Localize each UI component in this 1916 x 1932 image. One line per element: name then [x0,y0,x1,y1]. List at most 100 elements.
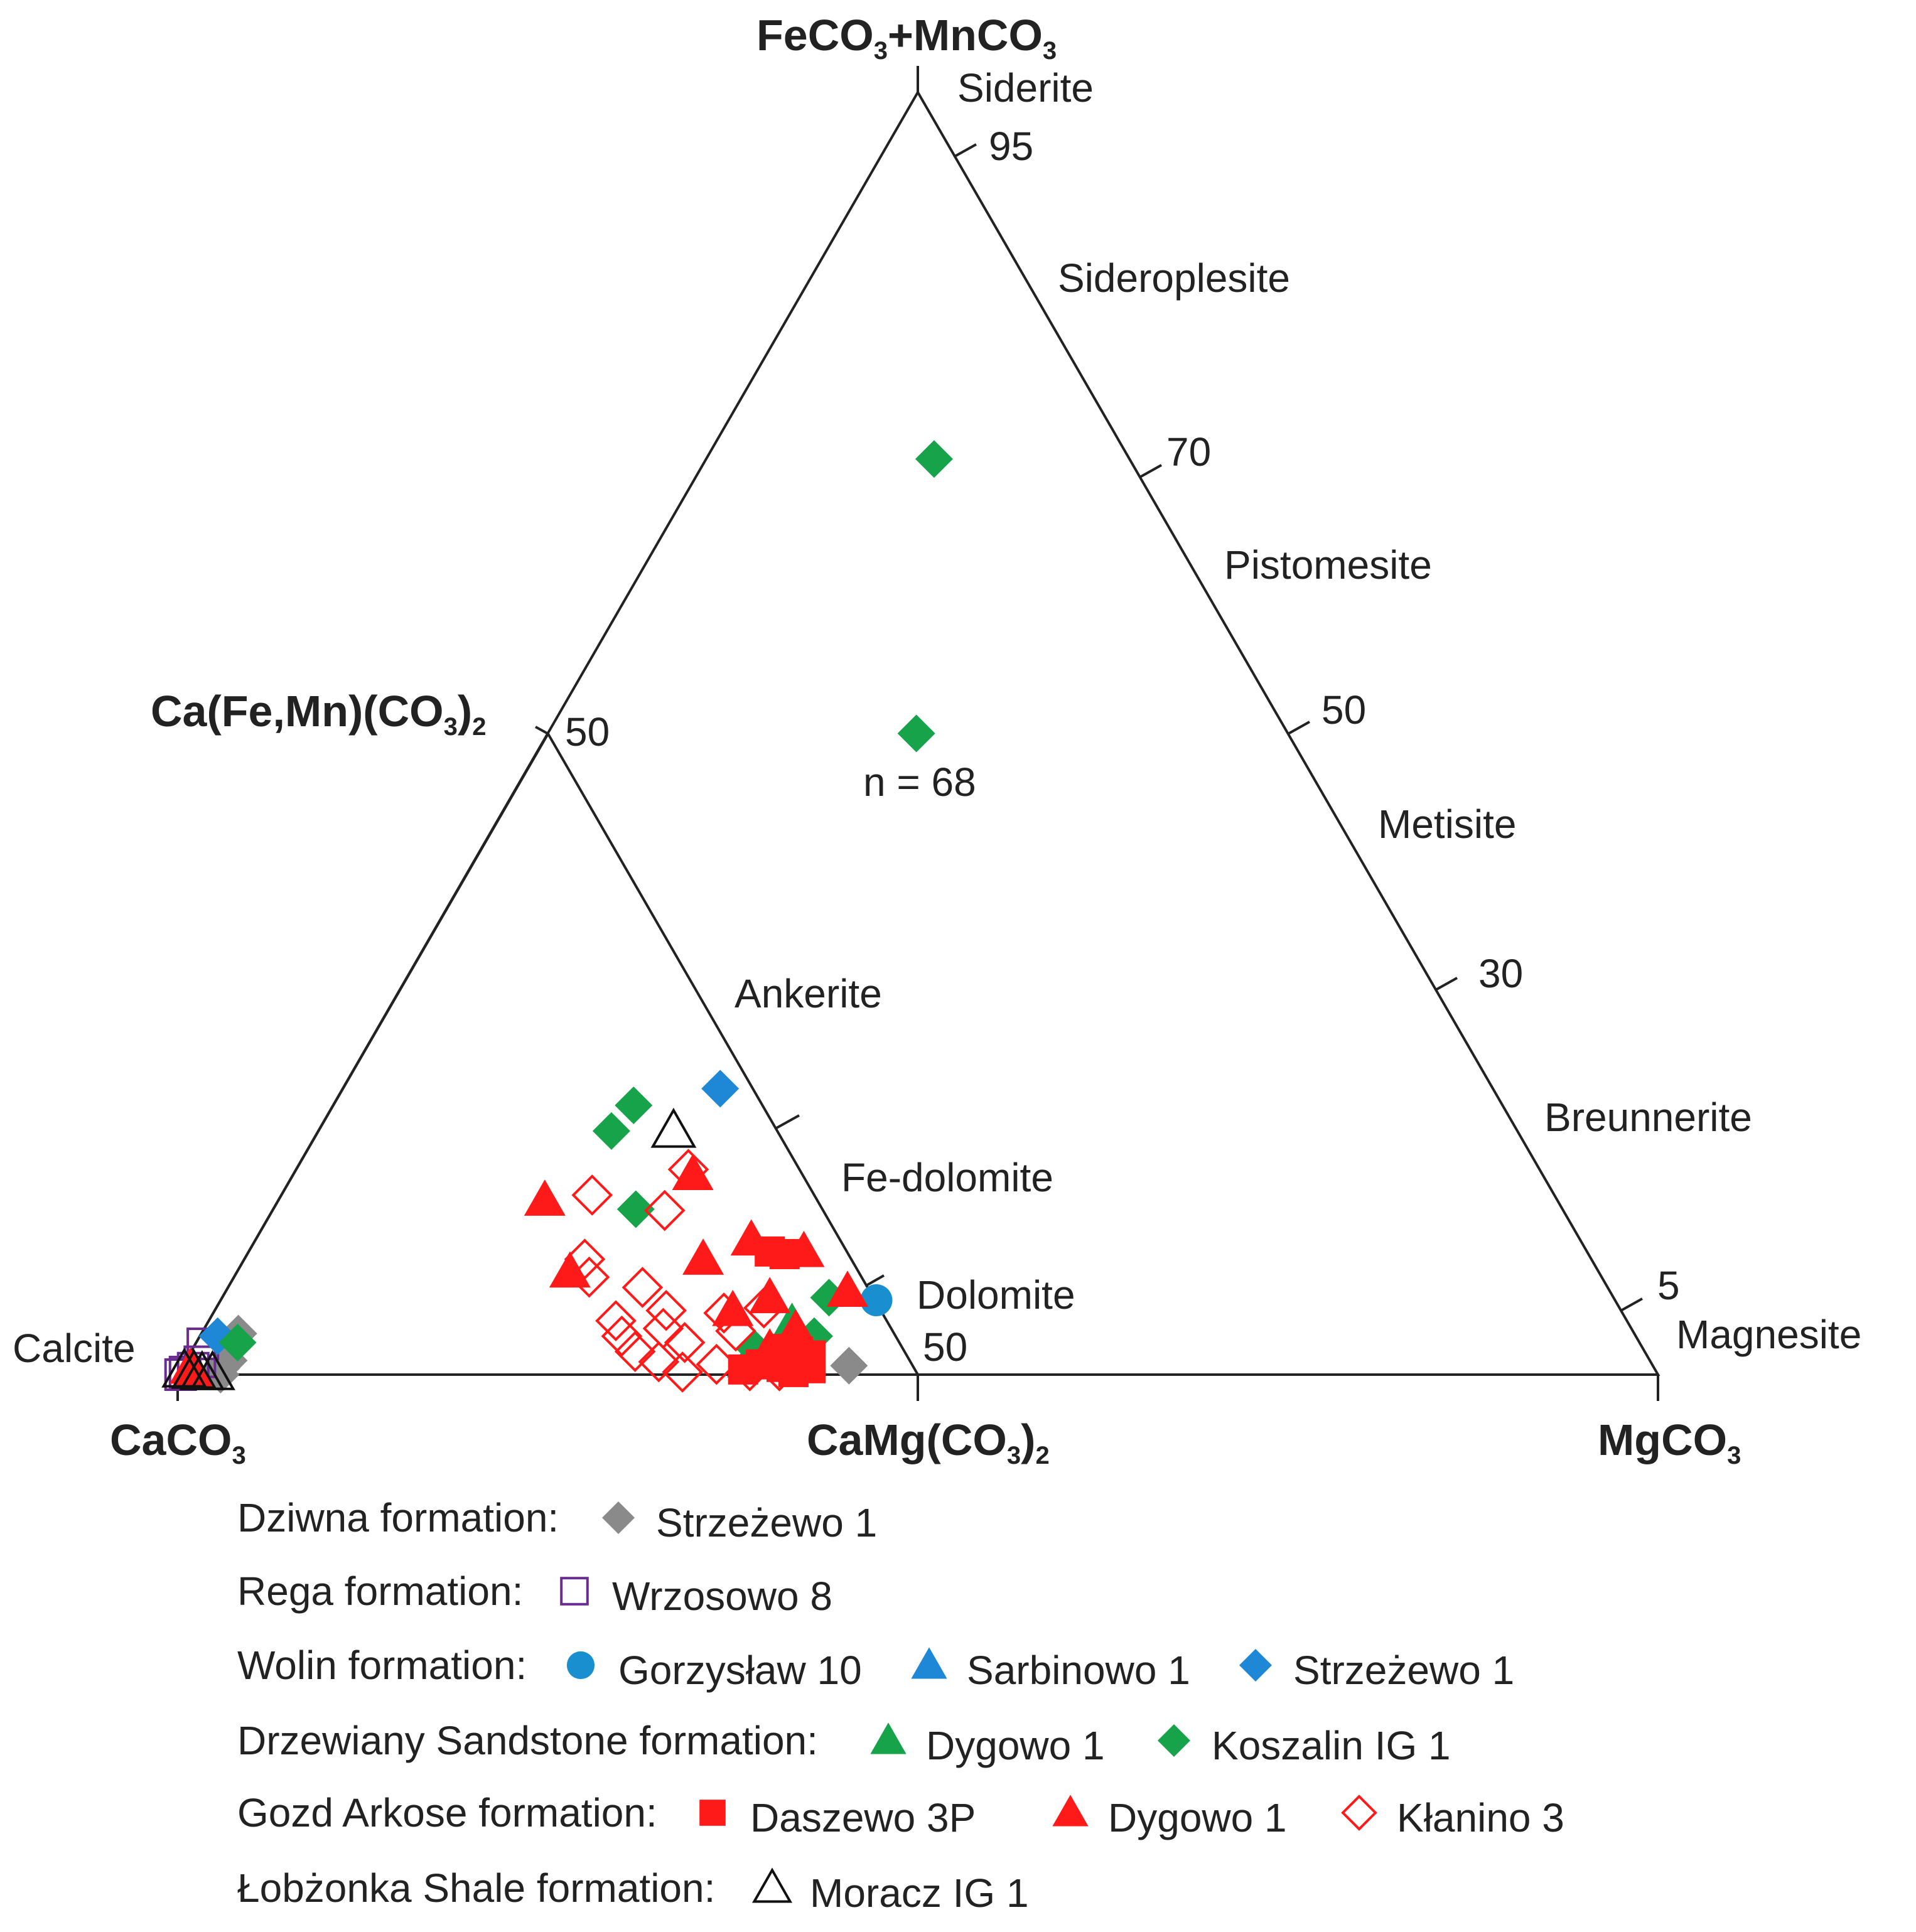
tick-label-50-right: 50 [1321,687,1366,733]
point-klanino3-0 [667,1149,709,1190]
point-klanino3-13 [664,1322,706,1363]
point-moracz-0 [650,1107,697,1148]
legend-marker-koszalin [1158,1724,1190,1757]
vertex-label-mid-bottom: CaMg(CO3)2 [807,1415,1050,1469]
point-strzezewo1_wolin-1 [701,1070,740,1108]
point-strzezewo1_dziwna-5 [830,1346,868,1385]
legend: Dziwna formation: Strzeżewo 1 Rega formati… [237,1495,1564,1916]
label-sideroplesite: Sideroplesite [1058,255,1290,301]
label-metisite: Metisite [1378,802,1517,847]
legend-label-koszalin: Koszalin IG 1 [1212,1723,1451,1768]
point-dygowo1_gozd-7 [826,1270,868,1307]
vertex-label-top: FeCO3+MnCO3 [756,11,1057,65]
legend-label-strzezewo1_wolin: Strzeżewo 1 [1293,1648,1514,1693]
point-moracz-1 [161,1347,208,1388]
label-magnesite: Magnesite [1676,1312,1861,1357]
mid-left-tick [535,726,549,735]
vertex-label-right: MgCO3 [1598,1415,1741,1469]
legend-label-wrzosowo8: Wrzosowo 8 [612,1574,832,1619]
legend-label-sarbinowo1: Sarbinowo 1 [967,1648,1190,1693]
legend-label-gorzyslaw10: Gorzysław 10 [618,1648,862,1693]
point-klanino3-5 [622,1267,664,1308]
point-moracz-4 [189,1350,235,1390]
legend-marker-daszewo3p [699,1800,726,1826]
point-klanino3-18 [729,1350,771,1392]
point-koszalin-2 [218,1323,257,1361]
label-siderite: Siderite [957,65,1094,110]
legend-formation-3: Drzewiany Sandstone formation: [237,1718,818,1763]
point-koszalin-6 [810,1279,848,1317]
point-dygowo1_gozd-11 [771,1341,813,1378]
point-moracz-2 [171,1348,217,1389]
tick-label-50-left: 50 [565,709,610,754]
dolomite-ankerite-triangle [175,731,920,1376]
label-dolomite: Dolomite [917,1272,1075,1318]
point-klanino3-15 [638,1341,680,1383]
sample-count-annotation: n = 68 [863,759,976,805]
legend-label-strzezewo1_dziwna: Strzeżewo 1 [656,1500,877,1545]
legend-label-klanino3: Kłanino 3 [1397,1795,1564,1840]
legend-formation-1: Rega formation: [237,1569,523,1614]
point-koszalin-0 [915,440,953,478]
point-klanino3-12 [601,1315,643,1357]
ankerite-tick [776,1114,800,1129]
point-klanino3-4 [568,1256,610,1298]
point-klanino3-10 [642,1307,684,1350]
point-dygowo1_gozd-10 [749,1328,791,1365]
legend-formation-2: Wolin formation: [237,1643,527,1688]
legend-label-moracz: Moracz IG 1 [810,1870,1029,1916]
point-klanino3-7 [645,1290,687,1331]
point-dygowo1_gozd-5 [549,1251,591,1288]
label-breunnerite: Breunnerite [1544,1095,1752,1140]
legend-label-dygowo1_gozd: Dygowo 1 [1108,1795,1287,1840]
tick-label-95: 95 [989,124,1033,169]
label-pistomesite: Pistomesite [1224,542,1432,588]
point-dygowo1_gozd-9 [775,1309,817,1346]
right-tick-5 [1620,1297,1643,1312]
tick-label-50-bottom: 50 [923,1324,967,1370]
point-gorzyslaw10-0 [860,1284,893,1317]
point-klanino3-6 [743,1287,785,1329]
label-ankerite: Ankerite [735,971,882,1016]
legend-marker-strzezewo1_dziwna [602,1501,635,1534]
point-koszalin-5 [616,1190,655,1228]
point-klanino3-11 [715,1310,756,1352]
point-dygowo1_gozd-4 [682,1238,724,1275]
point-koszalin-1 [897,714,935,753]
data-points [161,440,953,1393]
point-klanino3-2 [643,1189,686,1232]
legend-label-daszewo3p: Daszewo 3P [750,1795,976,1840]
point-klanino3-3 [564,1238,606,1280]
legend-formation-4: Gozd Arkose formation: [237,1790,657,1835]
point-klanino3-8 [703,1292,745,1334]
tick-label-30: 30 [1478,951,1523,996]
point-dygowo1_gozd-3 [783,1230,825,1267]
label-calcite: Calcite [13,1326,136,1371]
point-dygowo1_gozd-2 [730,1219,772,1256]
point-klanino3-19 [758,1350,800,1392]
dolomite-tick [866,1274,885,1287]
point-dygowo1_gozd-8 [712,1289,754,1326]
tick-label-5: 5 [1657,1263,1680,1308]
right-tick-30 [1435,977,1458,991]
legend-marker-klanino3 [1341,1795,1377,1831]
point-klanino3-1 [571,1174,613,1216]
legend-marker-gorzyslaw10 [566,1651,595,1680]
ternary-frame [175,66,1660,1401]
point-koszalin-3 [615,1086,653,1124]
right-tick-50 [1288,721,1310,735]
vertex-label-mid-left: Ca(Fe,Mn)(CO3)2 [151,687,486,741]
legend-formation-0: Dziwna formation: [237,1495,559,1540]
vertex-label-left: CaCO3 [110,1415,246,1469]
legend-marker-dygowo1_gozd [1052,1795,1089,1827]
right-tick-95 [954,143,977,158]
legend-marker-wrzosowo8 [560,1577,589,1606]
legend-formation-5: Łobżonka Shale formation: [237,1865,715,1911]
legend-marker-strzezewo1_wolin [1239,1649,1272,1682]
point-klanino3-9 [595,1300,637,1342]
legend-marker-sarbinowo1 [911,1647,947,1679]
point-koszalin-4 [592,1112,630,1150]
tick-label-70: 70 [1166,429,1211,475]
point-klanino3-16 [696,1343,738,1385]
